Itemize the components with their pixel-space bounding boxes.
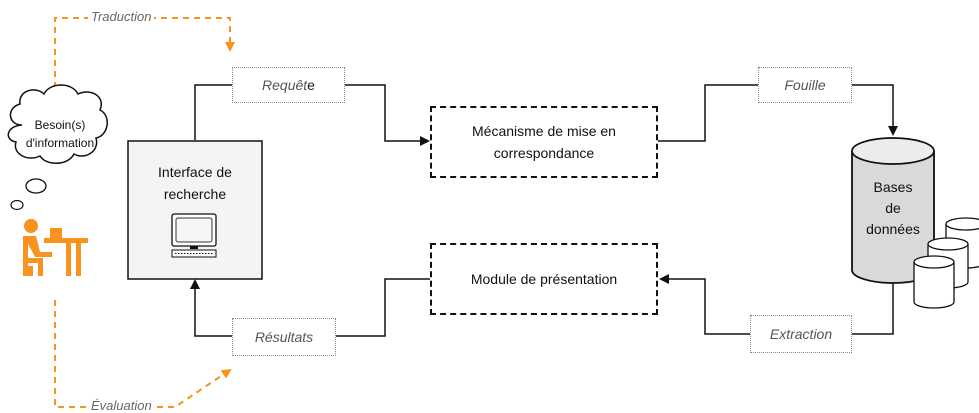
interface-title: Interface de recherche xyxy=(128,160,262,206)
bases-line1: Bases xyxy=(873,178,913,195)
module-presentation-box: Module de présentation xyxy=(430,243,658,315)
evaluation-connector xyxy=(54,300,232,408)
requete-prefix: Requêt xyxy=(262,77,308,93)
requete-suffix: e xyxy=(307,77,315,93)
db-to-extraction-line xyxy=(852,283,894,335)
fouille-text: Fouille xyxy=(784,77,826,93)
database-cylinder-icon xyxy=(851,137,935,284)
interface-to-requete-line xyxy=(194,84,232,140)
extraction-box: Extraction xyxy=(750,315,852,353)
extraction-to-module-arrow xyxy=(659,274,750,335)
bases-line3: données xyxy=(866,220,920,237)
mecanisme-line2: correspondance xyxy=(493,145,595,161)
module-text: Module de présentation xyxy=(470,271,618,287)
mecanisme-to-fouille-line xyxy=(658,84,758,142)
besoin-information-text: Besoin(s) d'information xyxy=(20,114,100,154)
evaluation-label: Évaluation xyxy=(88,398,155,413)
extraction-text: Extraction xyxy=(769,326,833,342)
interface-line2: recherche xyxy=(163,186,227,202)
besoin-line2: d'information xyxy=(25,136,95,150)
besoin-line1: Besoin(s) xyxy=(34,118,86,132)
mecanisme-line1: Mécanisme de mise en xyxy=(472,123,616,139)
mecanisme-box: Mécanisme de mise en correspondance xyxy=(430,106,658,178)
resultats-to-interface-arrow xyxy=(190,279,232,337)
bases-de-donnees-text: Bases de données xyxy=(852,175,934,241)
resultats-box: Résultats xyxy=(232,318,336,356)
fouille-to-db-arrow xyxy=(852,84,898,136)
traduction-label: Traduction xyxy=(88,9,155,24)
resultats-text: Résultats xyxy=(254,329,314,345)
module-to-resultats-line xyxy=(336,278,430,337)
person-at-desk-icon xyxy=(23,219,88,276)
computer-monitor-icon xyxy=(171,213,217,258)
interface-line1: Interface de xyxy=(158,164,232,180)
thought-cloud-icon xyxy=(7,84,108,211)
requete-to-mecanisme-arrow xyxy=(345,84,430,146)
fouille-box: Fouille xyxy=(758,67,852,103)
database-small-icon xyxy=(913,217,979,309)
bases-line2: de xyxy=(885,199,901,216)
